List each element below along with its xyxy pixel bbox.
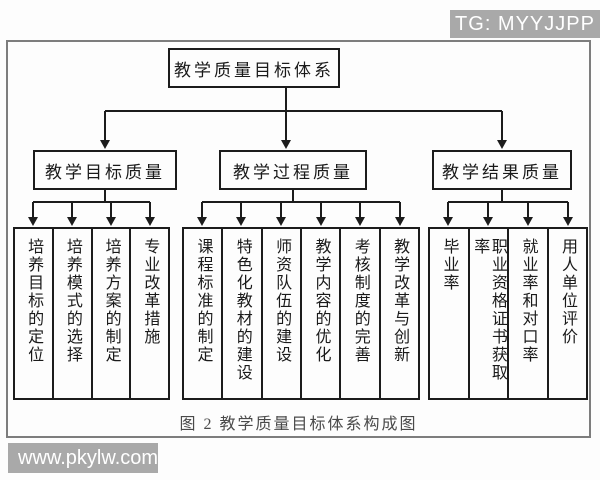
- root-node-teaching-quality-system: 教学质量目标体系: [168, 48, 340, 88]
- leaf-label: 师资队伍的建设: [273, 238, 291, 364]
- leaf-label: 考核制度的完善: [351, 238, 369, 364]
- leaf-label: 教学内容的优化: [312, 238, 330, 364]
- leaf-label: 培养目标的定位: [25, 238, 43, 364]
- site-watermark-badge: www.pkylw.com: [8, 443, 158, 473]
- leaf-node: 课程标准的制定: [184, 229, 221, 398]
- leaf-node: 培养目标的定位: [15, 229, 52, 398]
- arrowhead-branch1: [281, 140, 291, 149]
- leaf-node: 教学内容的优化: [299, 229, 339, 398]
- leaf-group-teaching-objective: 培养目标的定位 培养模式的选择 培养方案的制定 专业改革措施: [13, 227, 170, 400]
- leaf-label: 毕业率: [440, 238, 458, 292]
- leaf-node: 毕业率: [430, 229, 468, 398]
- leaf-node: 用人单位评价: [546, 229, 587, 398]
- leaf-node: 培养方案的制定: [90, 229, 130, 398]
- leaf-node: 就业率和对口率: [507, 229, 547, 398]
- leaf-node: 专业改革措施: [129, 229, 168, 398]
- leaf-node: 培养模式的选择: [51, 229, 91, 398]
- leaf-label: 培养模式的选择: [63, 238, 81, 364]
- leaf-group-teaching-result: 毕业率 职业资格证书获取率 就业率和对口率 用人单位评价: [428, 227, 588, 400]
- leaf-label: 培养方案的制定: [102, 238, 120, 364]
- leaf-node: 教学改革与创新: [378, 229, 418, 398]
- leaf-label: 职业资格证书获取率: [471, 238, 506, 382]
- leaf-node: 职业资格证书获取率: [467, 229, 508, 398]
- leaf-label: 课程标准的制定: [194, 238, 212, 364]
- branch-node-teaching-result-quality: 教学结果质量: [432, 150, 572, 190]
- arrowhead-branch0: [100, 140, 110, 149]
- leaf-node: 考核制度的完善: [339, 229, 378, 398]
- leaf-label: 用人单位评价: [559, 238, 577, 346]
- leaf-label: 就业率和对口率: [519, 238, 537, 364]
- branch-node-teaching-process-quality: 教学过程质量: [219, 150, 367, 190]
- leaf-label: 特色化教材的建设: [233, 238, 251, 382]
- leaf-label: 教学改革与创新: [391, 238, 409, 364]
- leaf-group-teaching-process: 课程标准的制定 特色化教材的建设 师资队伍的建设 教学内容的优化 考核制度的完善…: [182, 227, 420, 400]
- leaf-label: 专业改革措施: [141, 238, 159, 346]
- branch-node-teaching-objective-quality: 教学目标质量: [33, 150, 177, 190]
- leaf-node: 师资队伍的建设: [260, 229, 300, 398]
- figure-border-frame: [6, 40, 591, 438]
- tg-watermark-badge: TG: MYYJJPP: [450, 10, 600, 38]
- leaf-node: 特色化教材的建设: [221, 229, 260, 398]
- arrowhead-branch2: [497, 140, 507, 149]
- figure-caption: 图 2 教学质量目标体系构成图: [179, 416, 418, 433]
